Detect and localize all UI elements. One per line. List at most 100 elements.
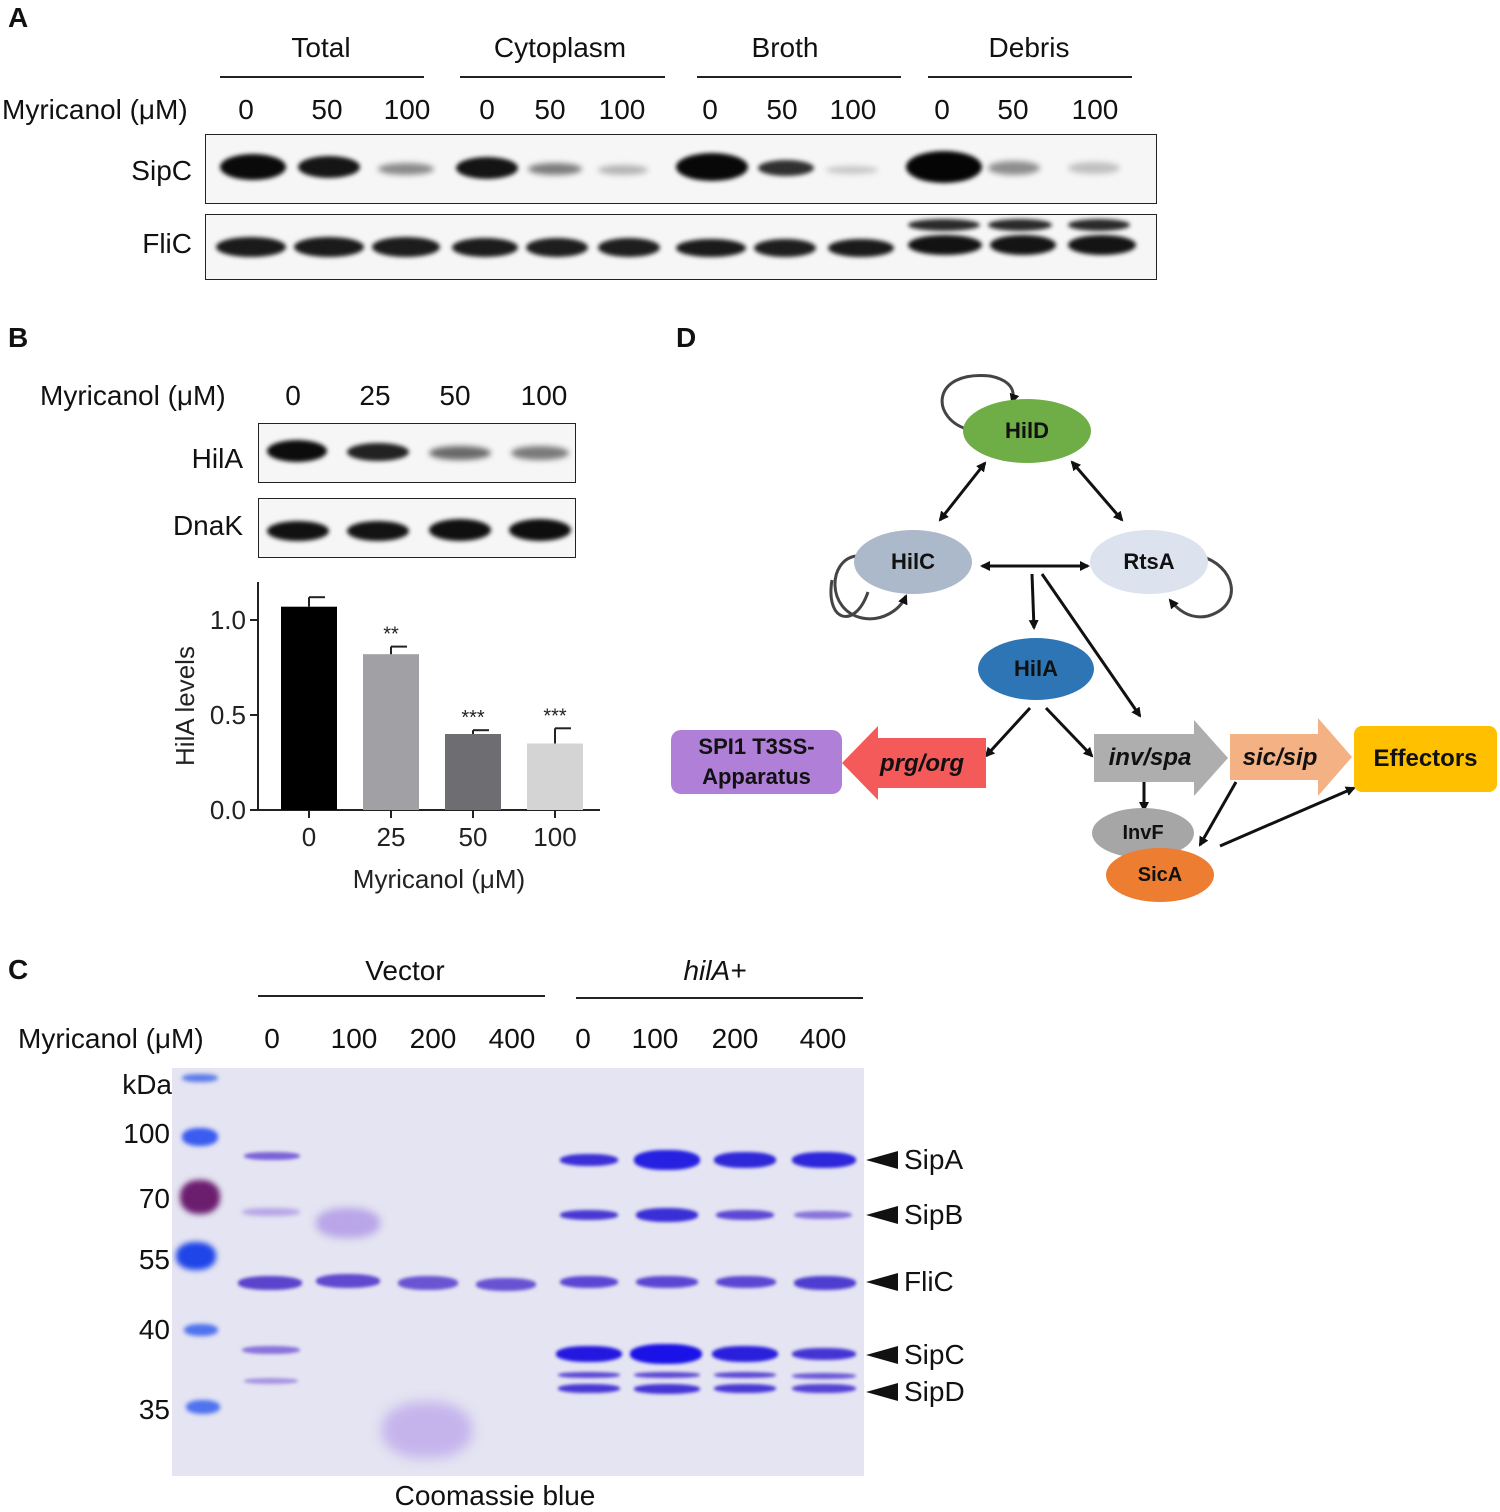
prg-org-arrow-shape (842, 726, 986, 800)
hila-inv-arrow (1044, 706, 1094, 758)
blot-band (908, 219, 980, 231)
conc-label: 0 (238, 94, 254, 125)
gel-band (716, 1210, 774, 1220)
gel-band (558, 1384, 620, 1393)
bar (445, 734, 501, 810)
bar (363, 654, 419, 810)
conc-label: 400 (488, 1023, 536, 1054)
x-tick-label: 50 (459, 822, 488, 852)
gene-prg-org: prg/org (880, 750, 964, 777)
gel-band (560, 1154, 618, 1166)
blot-row-label-dnak: DnaK (172, 510, 243, 541)
conc-label: 100 (829, 94, 877, 125)
blot-band (758, 160, 814, 176)
conc-label: 50 (534, 94, 566, 125)
blot-band (347, 521, 409, 541)
blot-band (347, 443, 409, 461)
band-arrowhead-sipa (866, 1151, 898, 1169)
gel-band (634, 1384, 700, 1394)
x-axis-title: Myricanol (μM) (353, 864, 525, 894)
group-line-hila-plus (576, 997, 863, 999)
gel-band (560, 1210, 618, 1220)
conc-label: 50 (997, 94, 1029, 125)
blot-band (220, 154, 286, 180)
blot-band (598, 165, 648, 175)
x-tick-label: 100 (533, 822, 576, 852)
blot-band (1068, 219, 1130, 231)
group-line-debris (928, 76, 1132, 78)
x-tick-label: 0 (302, 822, 316, 852)
marker-label: 100 (123, 1118, 170, 1149)
ladder-band (180, 1180, 220, 1214)
blot-band (676, 153, 748, 181)
group-line-cytoplasm (460, 76, 665, 78)
gel-band (476, 1278, 536, 1291)
hilc-self-loop (829, 579, 870, 618)
blot-row-label-flic: FliC (142, 228, 192, 259)
rtsa-self-loop (1168, 554, 1233, 619)
group-label-cytoplasm: Cytoplasm (493, 32, 627, 63)
blot-row-label-sipc: SipC (131, 155, 192, 186)
stain-label: Coomassie blue (394, 1480, 596, 1511)
group-label-total: Total (291, 32, 351, 63)
gel-band (794, 1211, 852, 1219)
bar (527, 743, 583, 810)
node-rtsa: RtsA (1090, 530, 1208, 594)
blot-band (826, 166, 878, 174)
significance-marker: *** (543, 705, 567, 727)
gel-smear (382, 1402, 472, 1458)
band-label-flic: FliC (904, 1266, 954, 1297)
x-tick-label: 25 (377, 822, 406, 852)
gel-band (238, 1276, 302, 1290)
ladder-band (176, 1242, 216, 1270)
conc-label: 100 (631, 1023, 679, 1054)
blot-band (906, 151, 982, 183)
gel-band (636, 1208, 698, 1222)
blot-band (267, 521, 329, 541)
group-label-hila-plus: hilA+ (683, 955, 747, 986)
blot-band (1068, 162, 1120, 174)
significance-marker: *** (461, 707, 485, 729)
western-blot-dnak (258, 498, 576, 558)
hild-rtsa-arrow (1070, 460, 1124, 522)
conc-axis-label: Myricanol (μM) (40, 380, 226, 411)
conc-label: 50 (766, 94, 798, 125)
blot-band (216, 237, 286, 257)
conc-label: 100 (330, 1023, 378, 1054)
gel-band (244, 1152, 300, 1160)
gel-band (714, 1372, 776, 1378)
gel-band (560, 1276, 618, 1288)
gel-band (714, 1384, 776, 1393)
blot-band (511, 446, 569, 460)
band-arrowhead-sipd (866, 1383, 898, 1401)
blot-band (526, 238, 588, 257)
conc-label: 100 (383, 94, 431, 125)
group-label-debris: Debris (988, 32, 1070, 63)
sica-effectors-arrow (1219, 786, 1356, 848)
marker-label: 70 (138, 1183, 170, 1214)
node-sica: SicA (1106, 848, 1214, 902)
conc-label: 200 (711, 1023, 759, 1054)
blot-band (676, 239, 746, 257)
blot-band (456, 157, 518, 179)
gel-band (316, 1274, 380, 1288)
conc-label: 50 (311, 94, 343, 125)
western-blot-flic (205, 214, 1157, 280)
conc-label: 0 (264, 1023, 280, 1054)
band-label-sipb: SipB (904, 1199, 964, 1230)
ladder-band (182, 1128, 218, 1146)
conc-label: 200 (409, 1023, 457, 1054)
group-line-broth (697, 76, 901, 78)
conc-axis-label: Myricanol (μM) (2, 94, 188, 125)
gel-band (792, 1152, 856, 1168)
kda-label: kDa (122, 1069, 172, 1100)
blot-band (990, 235, 1056, 255)
group-line-vector (258, 995, 545, 997)
node-hila: HilA (978, 638, 1094, 700)
node-hild: HilD (963, 399, 1091, 463)
gel-band (716, 1276, 776, 1288)
ladder-band (186, 1400, 220, 1414)
conc-label: 0 (702, 94, 718, 125)
regulatory-network-arrows (829, 374, 1356, 848)
gel-band (792, 1384, 856, 1393)
